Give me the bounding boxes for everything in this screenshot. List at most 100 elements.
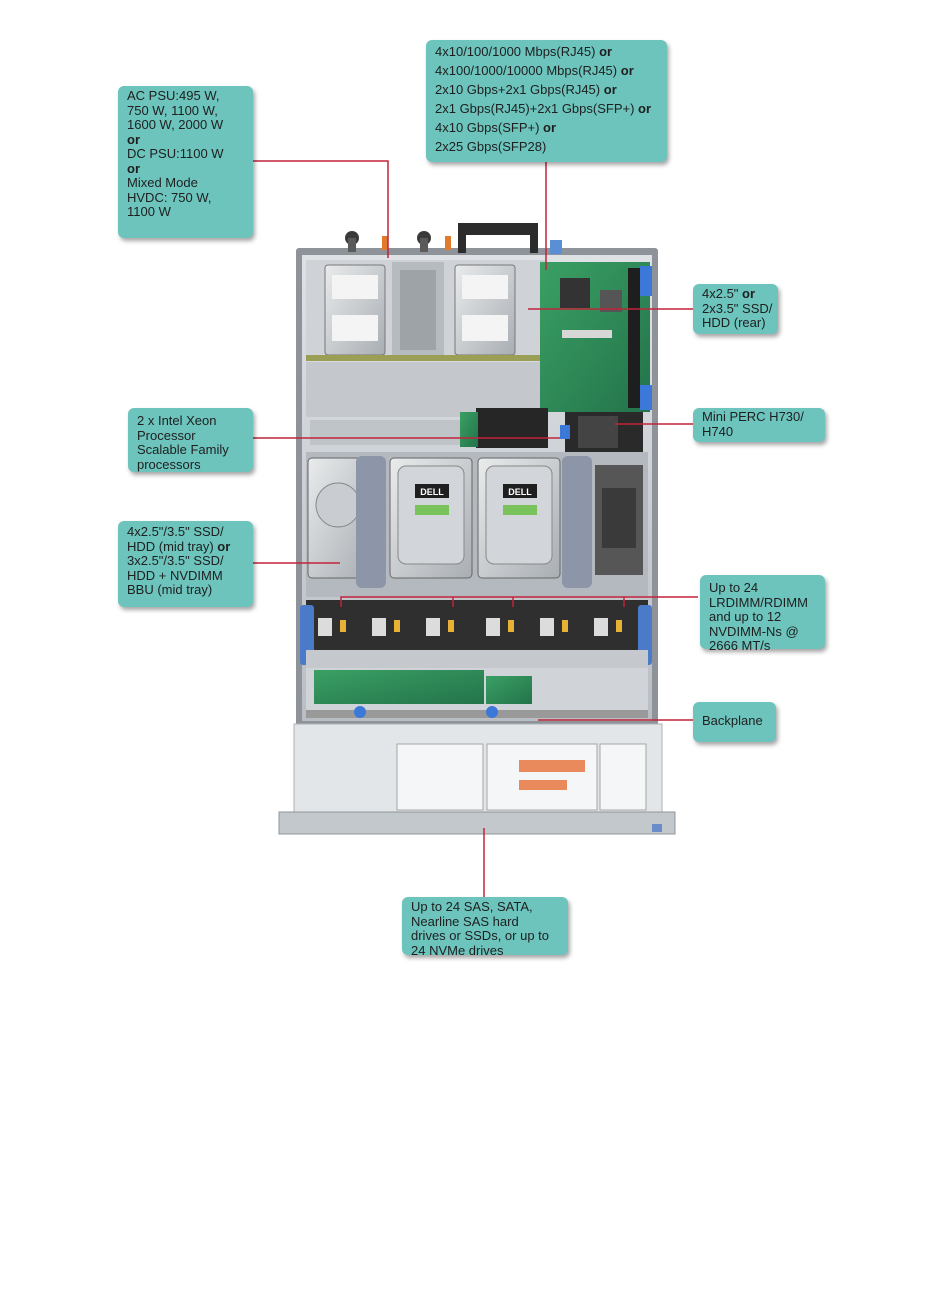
callout-line: or [127, 131, 244, 148]
callout-line: 1100 W [127, 204, 244, 220]
callout-line: Up to 24 [709, 580, 816, 596]
callout-line-text: Mini PERC H730/ [702, 409, 804, 424]
callout-line: Up to 24 SAS, SATA, [411, 899, 559, 915]
callout-line-text: DC PSU:1100 W [127, 146, 224, 161]
callout-line: 4x100/1000/10000 Mbps(RJ45) or [435, 61, 658, 80]
callout-line-text: and up to 12 [709, 609, 782, 624]
callout-line-text: 2x10 Gbps+2x1 Gbps(RJ45) [435, 82, 601, 97]
callout-line: drives or SSDs, or up to [411, 928, 559, 944]
motherboard [310, 262, 652, 452]
callout-line-text: Mixed Mode [127, 175, 198, 190]
callout-line-text: HVDC: 750 W, [127, 189, 212, 205]
callout-line-text: or [127, 131, 140, 147]
callout-line-text: or [127, 160, 140, 176]
callout-line: 2666 MT/s [709, 638, 816, 654]
callout-line-text: Nearline SAS hard [411, 913, 519, 929]
callout-line-text: 4x2.5"/3.5" SSD/ [127, 524, 224, 539]
callout-or-keyword: or [599, 44, 613, 59]
callout-line-text: 4x100/1000/10000 Mbps(RJ45) [435, 63, 618, 78]
callout-line-text: 2x1 Gbps(RJ45)+2x1 Gbps(SFP+) [435, 101, 635, 116]
callout-line: 2x1 Gbps(RJ45)+2x1 Gbps(SFP+) or [435, 99, 658, 118]
backplane [306, 668, 648, 718]
callout-line-text: processors [137, 456, 201, 472]
callout-or-keyword: or [620, 63, 634, 78]
callout-line: H740 [702, 423, 816, 440]
callout-line: AC PSU:495 W, [127, 88, 244, 104]
callout-line-text: Backplane [702, 713, 763, 728]
callout-line-text: 2 x Intel Xeon [137, 413, 217, 428]
callout-or-keyword: or [217, 538, 231, 554]
callout-line: Processor [137, 427, 244, 444]
callout-line-text: Processor [137, 427, 196, 443]
backplane-callout: Backplane [693, 702, 776, 742]
callout-line-text: NVDIMM-Ns @ [709, 623, 799, 639]
callout-line: HDD (rear) [702, 315, 769, 331]
callout-line-text: Scalable Family [137, 442, 229, 457]
callout-line: Mixed Mode [127, 175, 244, 191]
callout-line-text: BBU (mid tray) [127, 582, 213, 597]
callout-or-keyword: or [742, 286, 756, 301]
memory-leader-line [340, 596, 698, 607]
callout-line: 1600 W, 2000 W [127, 117, 244, 133]
callout-line: Scalable Family [137, 442, 244, 458]
callout-line: or [127, 160, 244, 177]
front-panel [278, 723, 676, 835]
callout-line: 2 x Intel Xeon [137, 413, 244, 429]
callout-or-keyword: or [603, 82, 617, 97]
rear-drive-bays [306, 260, 546, 417]
callout-line-text: Up to 24 [709, 580, 759, 595]
fan-row [300, 600, 652, 668]
callout-line: HVDC: 750 W, [127, 189, 244, 206]
callout-line-text: 4x2.5" [702, 286, 739, 301]
callout-line-text: 750 W, 1100 W, [127, 102, 218, 118]
psu-callout: AC PSU:495 W,750 W, 1100 W,1600 W, 2000 … [118, 86, 253, 238]
callout-line-text: H740 [702, 423, 734, 439]
psu-leader-line [253, 160, 389, 258]
callout-line-text: HDD + NVDIMM [127, 567, 223, 583]
callout-line-text: 3x2.5"/3.5" SSD/ [127, 553, 224, 568]
callout-line: 4x2.5" or [702, 286, 769, 302]
callout-line-text: 2666 MT/s [709, 638, 771, 653]
callout-line-text: AC PSU:495 W, [127, 88, 220, 103]
callout-line: and up to 12 [709, 609, 816, 625]
callout-line: NVDIMM-Ns @ [709, 623, 816, 640]
callout-line-text: 1100 W [127, 204, 171, 219]
callout-line: 24 NVMe drives [411, 942, 559, 959]
callout-line: processors [137, 456, 244, 473]
callout-line-text: 24 NVMe drives [411, 942, 504, 958]
callout-line-text: drives or SSDs, or up to [411, 928, 549, 943]
callout-line: 750 W, 1100 W, [127, 102, 244, 119]
callout-line-text: 4x10 Gbps(SFP+) [435, 120, 540, 135]
callout-line: HDD + NVDIMM [127, 567, 244, 584]
callout-line: 2x3.5" SSD/ [702, 300, 773, 317]
callout-line: 2x10 Gbps+2x1 Gbps(RJ45) or [435, 80, 658, 99]
callout-line-text: 2x3.5" SSD/ [702, 300, 773, 316]
callout-line: BBU (mid tray) [127, 582, 244, 598]
callout-line: 4x10 Gbps(SFP+) or [435, 118, 658, 137]
dell-logo: DELL [508, 487, 532, 497]
callout-line-text: 2x25 Gbps(SFP28) [435, 139, 547, 154]
perc-callout: Mini PERC H730/H740 [693, 408, 825, 442]
mid-tray: DELL DELL [306, 452, 648, 597]
callout-line-text: HDD (rear) [702, 315, 766, 330]
callout-line-text: HDD (mid tray) [127, 538, 214, 554]
callout-line: Mini PERC H730/ [702, 409, 816, 425]
callout-line-text: LRDIMM/RDIMM [709, 594, 808, 610]
callout-line-text: 1600 W, 2000 W [127, 117, 224, 132]
dell-logo: DELL [420, 487, 444, 497]
callout-or-keyword: or [543, 120, 557, 135]
callout-line-text: 4x10/100/1000 Mbps(RJ45) [435, 44, 596, 59]
callout-line: LRDIMM/RDIMM [709, 594, 816, 611]
callout-line: Backplane [702, 713, 767, 729]
callout-line: Nearline SAS hard [411, 913, 559, 930]
callout-line: 3x2.5"/3.5" SSD/ [127, 553, 244, 569]
callout-or-keyword: or [638, 101, 652, 116]
